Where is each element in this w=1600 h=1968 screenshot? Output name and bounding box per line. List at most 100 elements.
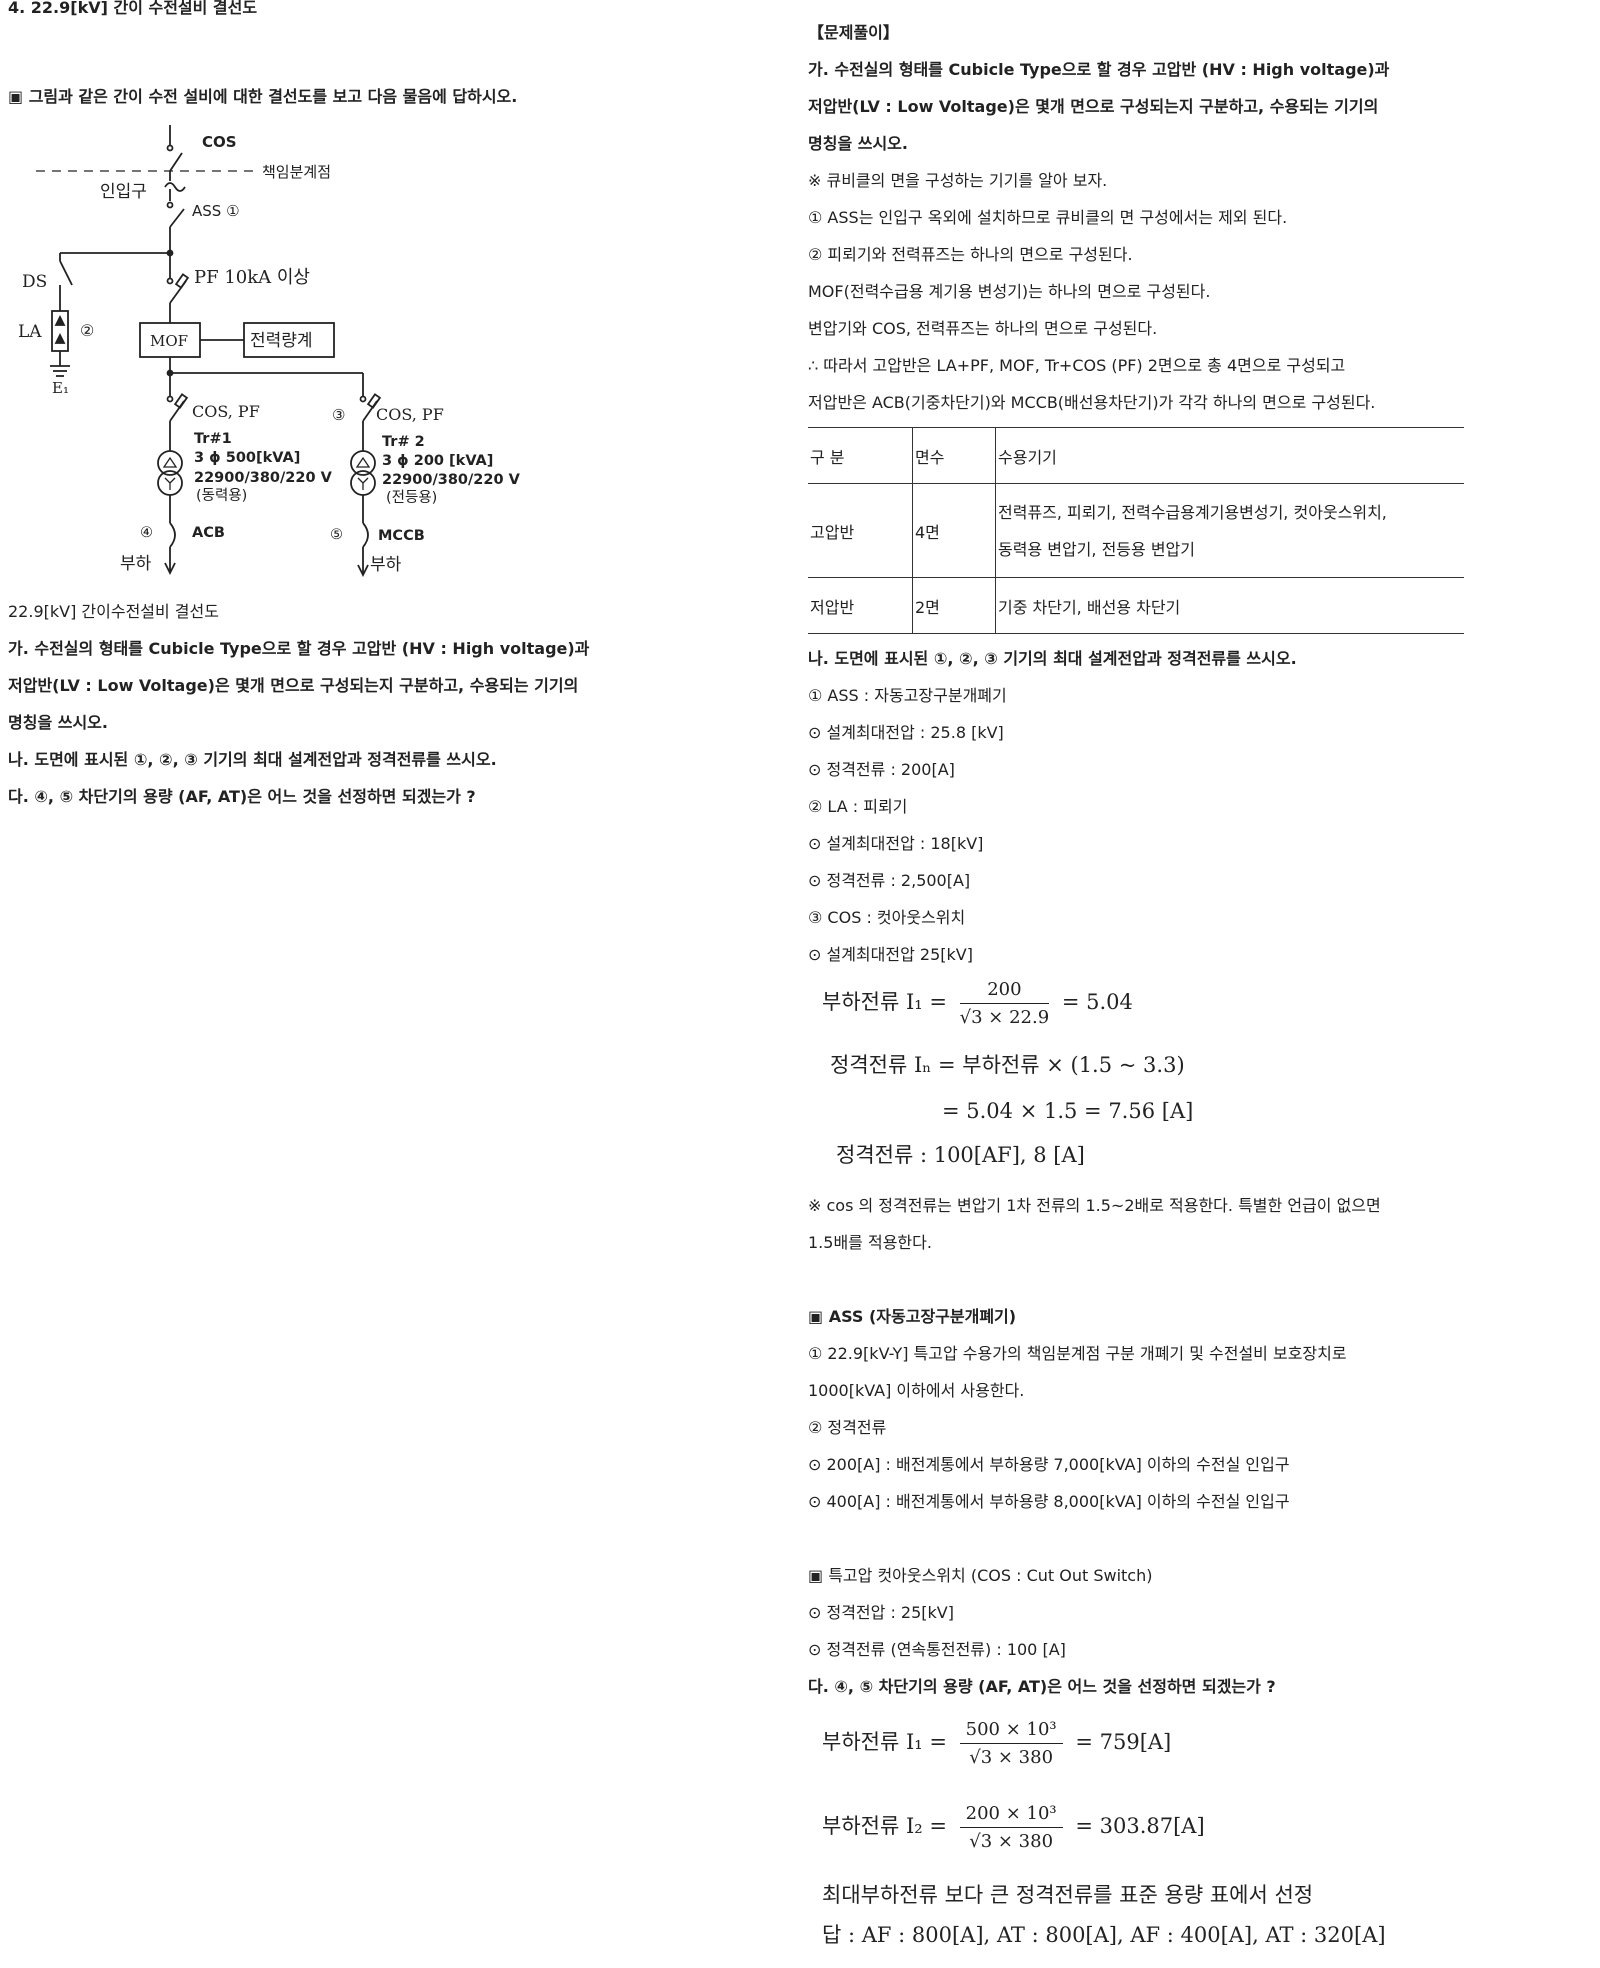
- eq-lhs: 부하전류 I₁ =: [822, 990, 947, 1014]
- mof-label: MOF: [150, 332, 188, 350]
- num5-label: ⑤: [330, 527, 343, 543]
- solution-b-heading: 나. 도면에 표시된 ①, ②, ③ 기기의 최대 설계전압과 정격전류를 쓰시…: [808, 649, 1297, 668]
- cos-rated-voltage: ⊙ 정격전압 : 25[kV]: [808, 1603, 954, 1622]
- table-cell: 전력퓨즈, 피뢰기, 전력수급용계기용변성기, 컷아웃스위치, 동력용 변압기,…: [995, 483, 1464, 578]
- num4-label: ④: [140, 525, 153, 541]
- la-voltage: ⊙ 설계최대전압 : 18[kV]: [808, 834, 984, 853]
- tr2-use: (전등용): [386, 489, 437, 506]
- solution-heading: 【문제풀이】: [808, 23, 899, 42]
- ds-label: DS: [22, 272, 47, 292]
- la-number: ②: [80, 321, 94, 340]
- meter-label: 전력량계: [250, 331, 313, 351]
- table-cell: 4면: [912, 483, 996, 578]
- ass-section-heading: ▣ ASS (자동고장구분개폐기): [808, 1307, 1017, 1326]
- table-row: 고압반 4면 전력퓨즈, 피뢰기, 전력수급용계기용변성기, 컷아웃스위치, 동…: [808, 483, 1464, 578]
- eq-denominator: √3 × 380: [969, 1831, 1054, 1852]
- eq-denominator: √3 × 380: [969, 1747, 1054, 1768]
- tr1-use: (동력용): [196, 487, 247, 504]
- solution-item3: MOF(전력수급용 계기용 변성기)는 하나의 면으로 구성된다.: [808, 282, 1211, 301]
- eq-rhs: = 5.04: [1061, 990, 1133, 1014]
- tr2-capacity: 3 ϕ 200 [kVA]: [382, 453, 493, 469]
- question-intro: ▣ 그림과 같은 간이 수전 설비에 대한 결선도를 보고 다음 물음에 답하시…: [8, 87, 518, 106]
- table-cell: 기중 차단기, 배선용 차단기: [995, 577, 1464, 634]
- table-row: 저압반 2면 기중 차단기, 배선용 차단기: [808, 577, 1464, 634]
- equation-rated-current-value: = 5.04 × 1.5 = 7.56 [A]: [942, 1099, 1194, 1123]
- table-header-row: 구 분 면수 수용기기: [808, 427, 1464, 484]
- eq-fraction: 200 √3 × 22.9: [959, 979, 1050, 1028]
- equation-load-current-I1: 부하전류 I₁ = 500 × 10³ √3 × 380 = 759[A]: [822, 1719, 1568, 1803]
- solution-a-line1: 가. 수전실의 형태를 Cubicle Type으로 할 경우 고압반 (HV …: [808, 60, 1390, 79]
- earth-label: E₁: [52, 379, 69, 397]
- eq-numerator: 500 × 10³: [959, 1719, 1063, 1744]
- eq-rhs: = 759[A]: [1075, 1730, 1172, 1754]
- eq-lhs: 부하전류 I₂ =: [822, 1814, 947, 1838]
- tr2-name: Tr# 2: [382, 434, 425, 450]
- eq-lhs: 부하전류 I₁ =: [822, 1730, 947, 1754]
- cos-rated-current: ⊙ 정격전류 (연속통전전류) : 100 [A]: [808, 1640, 1066, 1659]
- load2-label: 부하: [370, 555, 402, 575]
- tr1-name: Tr#1: [194, 431, 232, 447]
- diagram-caption: 22.9[kV] 간이수전설비 결선도: [8, 602, 219, 621]
- cospf2-label: COS, PF: [376, 405, 444, 424]
- eq-numerator: 200 × 10³: [959, 1803, 1063, 1828]
- table-cell: 고압반: [808, 483, 913, 578]
- tr2-voltage: 22900/380/220 V: [382, 472, 521, 488]
- final-answer: 답 : AF : 800[A], AT : 800[A], AF : 400[A…: [822, 1923, 1386, 1947]
- ass-rated-heading: ② 정격전류: [808, 1418, 887, 1437]
- cos-note-line2: 1.5배를 적용한다.: [808, 1233, 932, 1252]
- solution-a-line3: 명칭을 쓰시오.: [808, 134, 908, 153]
- cos-name: ③ COS : 컷아웃스위치: [808, 908, 966, 927]
- ass-name: ① ASS : 자동고장구분개폐기: [808, 686, 1007, 705]
- solution-column: 【문제풀이】 가. 수전실의 형태를 Cubicle Type으로 할 경우 고…: [808, 14, 1568, 1955]
- ass-desc-line2: 1000[kVA] 이하에서 사용한다.: [808, 1381, 1025, 1400]
- cos-top-label: COS: [202, 133, 237, 151]
- la-name: ② LA : 피뢰기: [808, 797, 908, 816]
- equation-rated-current-answer: 정격전류 : 100[AF], 8 [A]: [836, 1143, 1085, 1167]
- tr1-capacity: 3 ϕ 500[kVA]: [194, 450, 300, 466]
- solution-a-line2: 저압반(LV : Low Voltage)은 몇개 면으로 구성되는지 구분하고…: [808, 97, 1379, 116]
- question-a-line1: 가. 수전실의 형태를 Cubicle Type으로 할 경우 고압반 (HV …: [8, 639, 590, 658]
- equation-load-current-I2: 부하전류 I₂ = 200 × 10³ √3 × 380 = 303.87[A]: [822, 1803, 1568, 1875]
- question-b: 나. 도면에 표시된 ①, ②, ③ 기기의 최대 설계전압과 정격전류를 쓰시…: [8, 750, 497, 769]
- question-a-line3: 명칭을 쓰시오.: [8, 713, 108, 732]
- equation-rated-current: 정격전류 Iₙ = 부하전류 × (1.5 ~ 3.3): [830, 1053, 1185, 1077]
- cos-section-heading: ▣ 특고압 컷아웃스위치 (COS : Cut Out Switch): [808, 1566, 1153, 1585]
- question-title: 4. 22.9[kV] 간이 수전설비 결선도: [8, 0, 258, 17]
- equation-load-current-1: 부하전류 I₁ = 200 √3 × 22.9 = 5.04: [822, 979, 1568, 1041]
- cubicle-table: 구 분 면수 수용기기 고압반 4면 전력퓨즈, 피뢰기, 전력수급용계기용변성…: [808, 427, 1464, 634]
- question-c: 다. ④, ⑤ 차단기의 용량 (AF, AT)은 어느 것을 선정하면 되겠는…: [8, 787, 476, 806]
- eq-rhs: = 303.87[A]: [1075, 1814, 1205, 1838]
- load1-label: 부하: [120, 554, 152, 574]
- num3-label: ③: [332, 406, 345, 424]
- selection-statement: 최대부하전류 보다 큰 정격전류를 표준 용량 표에서 선정: [822, 1883, 1314, 1907]
- pf-label: PF 10kA 이상: [194, 267, 310, 288]
- question-column: 4. 22.9[kV] 간이 수전설비 결선도 ▣ 그림과 같은 간이 수전 설…: [8, 0, 768, 815]
- eq-fraction: 500 × 10³ √3 × 380: [959, 1719, 1063, 1768]
- ass-current: ⊙ 정격전류 : 200[A]: [808, 760, 955, 779]
- table-header-cell: 수용기기: [995, 427, 1464, 484]
- inlet-label: 인입구: [100, 182, 147, 202]
- single-line-diagram: COS 책임분계점 인입구 ASS ① PF 10kA 이상 DS LA ② M…: [18, 125, 521, 578]
- ass-rated-200: ⊙ 200[A] : 배전계통에서 부하용량 7,000[kVA] 이하의 수전…: [808, 1455, 1290, 1474]
- tr1-voltage: 22900/380/220 V: [194, 470, 333, 486]
- solution-conclusion2: 저압반은 ACB(기중차단기)와 MCCB(배선용차단기)가 각각 하나의 면으…: [808, 393, 1376, 412]
- table-header-cell: 면수: [912, 427, 996, 484]
- mccb-label: MCCB: [378, 528, 425, 544]
- solution-item4: 변압기와 COS, 전력퓨즈는 하나의 면으로 구성된다.: [808, 319, 1158, 338]
- ass-label: ASS ①: [192, 202, 240, 220]
- boundary-label: 책임분계점: [262, 163, 331, 181]
- cos-voltage: ⊙ 설계최대전압 25[kV]: [808, 945, 973, 964]
- table-cell-line: 전력퓨즈, 피뢰기, 전력수급용계기용변성기, 컷아웃스위치,: [998, 502, 1387, 522]
- solution-conclusion1: ∴ 따라서 고압반은 LA+PF, MOF, Tr+COS (PF) 2면으로 …: [808, 356, 1346, 375]
- ass-voltage: ⊙ 설계최대전압 : 25.8 [kV]: [808, 723, 1004, 742]
- solution-c-heading: 다. ④, ⑤ 차단기의 용량 (AF, AT)은 어느 것을 선정하면 되겠는…: [808, 1677, 1276, 1696]
- eq-numerator: 200: [959, 979, 1050, 1004]
- solution-note: ※ 큐비클의 면을 구성하는 기기를 알아 보자.: [808, 171, 1108, 190]
- table-cell-line: 동력용 변압기, 전등용 변압기: [998, 539, 1195, 559]
- acb-label: ACB: [192, 525, 225, 541]
- ass-rated-400: ⊙ 400[A] : 배전계통에서 부하용량 8,000[kVA] 이하의 수전…: [808, 1492, 1290, 1511]
- solution-item1: ① ASS는 인입구 옥외에 설치하므로 큐비클의 면 구성에서는 제외 된다.: [808, 208, 1288, 227]
- cos-note-line1: ※ cos 의 정격전류는 변압기 1차 전류의 1.5~2배로 적용한다. 특…: [808, 1196, 1381, 1215]
- solution-item2: ② 피뢰기와 전력퓨즈는 하나의 면으로 구성된다.: [808, 245, 1133, 264]
- question-a-line2: 저압반(LV : Low Voltage)은 몇개 면으로 구성되는지 구분하고…: [8, 676, 579, 695]
